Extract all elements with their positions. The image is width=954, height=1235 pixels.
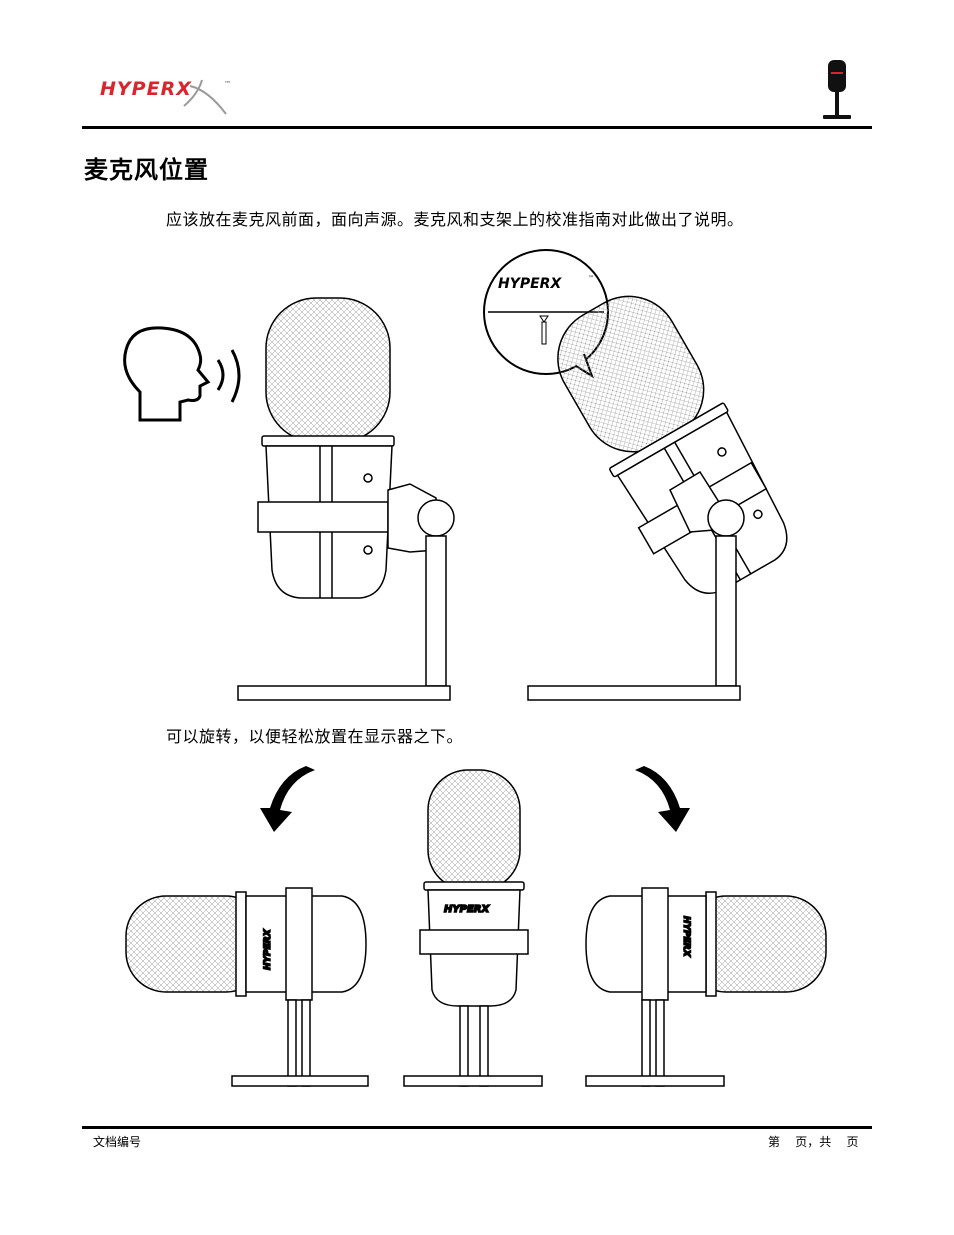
paragraph-rotation: 可以旋转，以便轻松放置在显示器之下。	[166, 727, 464, 746]
figure-placement: HYPERX ™	[123, 249, 788, 701]
hyperx-logo: HYPERX ™	[100, 78, 231, 115]
microphone-icon	[823, 60, 851, 119]
rotate-left-arrow-icon	[260, 766, 315, 832]
callout-logo-text: HYPERX	[498, 276, 562, 292]
doc-number-label: 文档编号	[93, 1135, 142, 1149]
logo-trademark: ™	[224, 80, 231, 88]
rotate-right-arrow-icon	[635, 766, 690, 832]
left-mic-logo-text: HYPERX	[263, 928, 273, 970]
right-mic-logo-text: HYPERX	[681, 916, 691, 958]
header-rule	[82, 126, 872, 129]
microphone-upright	[237, 297, 455, 701]
front-mic-logo-text: HYPERX	[444, 904, 490, 915]
microphone-rotated-left: HYPERX	[125, 887, 369, 1087]
microphone-front: HYPERX	[403, 769, 543, 1087]
page-number-label: 第 页，共 页	[768, 1135, 859, 1149]
section-title: 麦克风位置	[84, 155, 209, 184]
footer-rule	[82, 1126, 872, 1129]
sound-waves-icon	[216, 349, 241, 403]
microphone-tilted	[527, 295, 788, 701]
logo-text: HYPERX	[100, 78, 192, 100]
speaking-head-icon	[123, 326, 211, 422]
figure-rotation: HYPERX HYPERX HYPERX	[125, 766, 827, 1087]
callout-trademark: ™	[588, 275, 594, 282]
microphone-rotated-right: HYPERX	[585, 887, 827, 1087]
paragraph-placement: 应该放在麦克风前面，面向声源。麦克风和支架上的校准指南对此做出了说明。	[166, 210, 744, 229]
